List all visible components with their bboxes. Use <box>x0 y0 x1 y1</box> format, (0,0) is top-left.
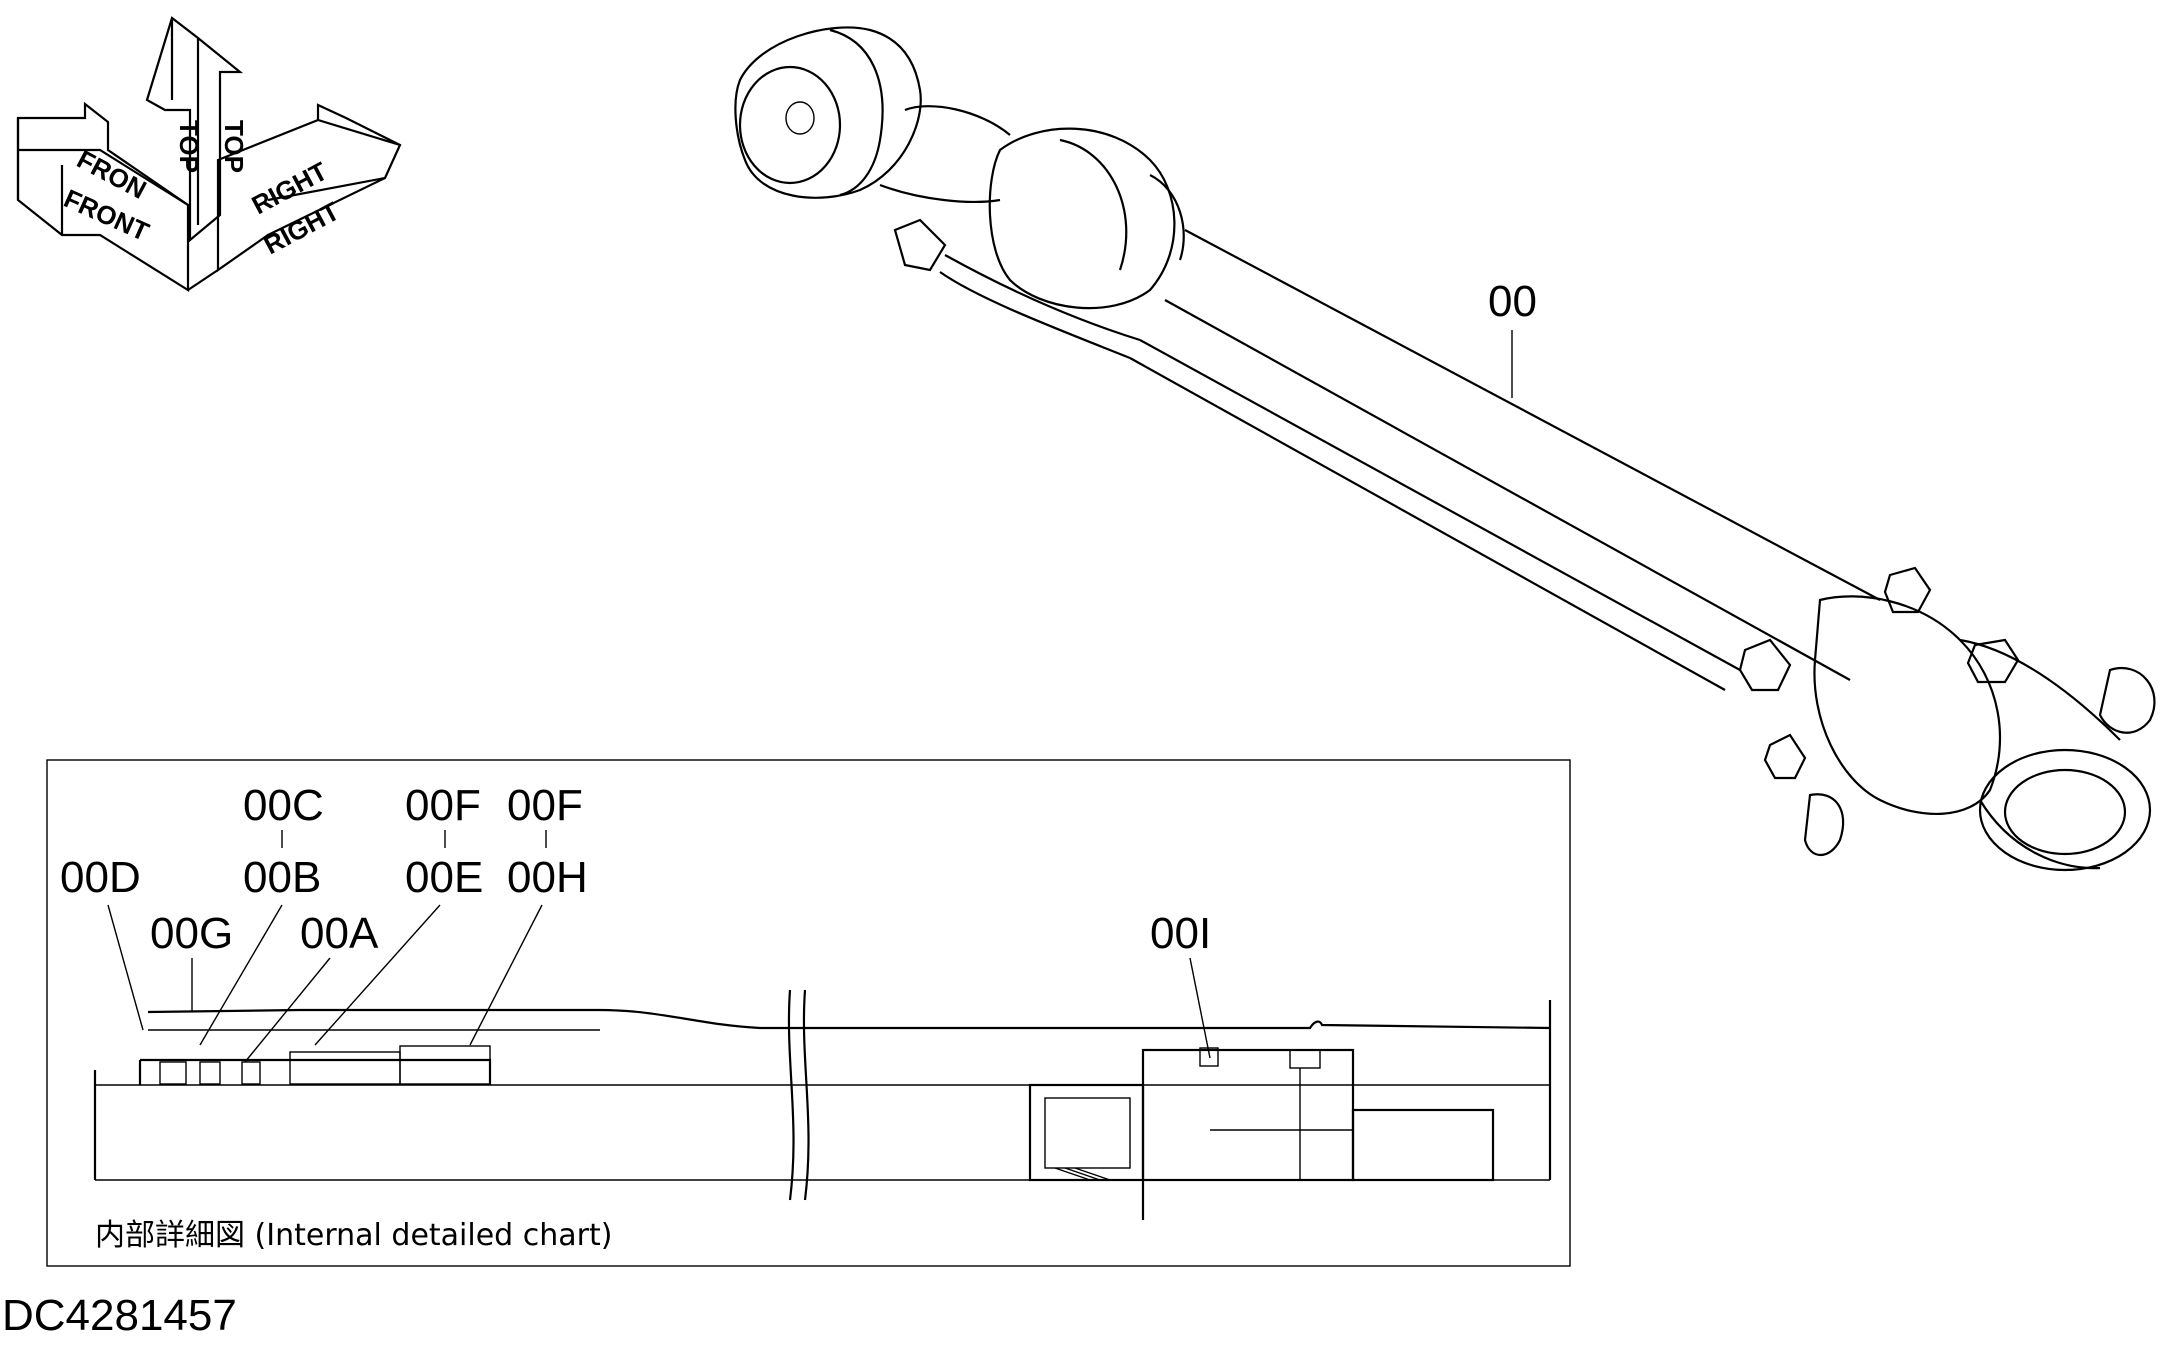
top-label-1: TOP <box>174 120 204 173</box>
label-00C: 00C <box>243 781 324 830</box>
label-00H: 00H <box>507 853 588 902</box>
part-label-00: 00 <box>1488 277 1537 326</box>
top-label-2: TOP <box>219 120 249 173</box>
label-00B: 00B <box>243 853 321 902</box>
label-00E: 00E <box>405 853 483 902</box>
cylinder-assembly: 00 <box>734 26 2156 872</box>
label-00I: 00I <box>1150 909 1211 958</box>
detail-view: 00D 00G 00C 00B 00A 00F 00E 00F 00H 00I <box>46 759 1571 1267</box>
detail-caption: 内部詳細図 (Internal detailed chart) <box>95 1218 612 1253</box>
document-id: DC4281457 <box>2 1291 237 1340</box>
detail-frame <box>46 759 1571 1267</box>
orientation-indicator: FRON FRONT TOP TOP RIGHT RIGHT <box>16 16 402 292</box>
label-00F-2: 00F <box>507 781 583 830</box>
label-00D: 00D <box>60 853 141 902</box>
label-00F-1: 00F <box>405 781 481 830</box>
label-00A: 00A <box>300 909 379 958</box>
label-00G: 00G <box>150 909 233 958</box>
